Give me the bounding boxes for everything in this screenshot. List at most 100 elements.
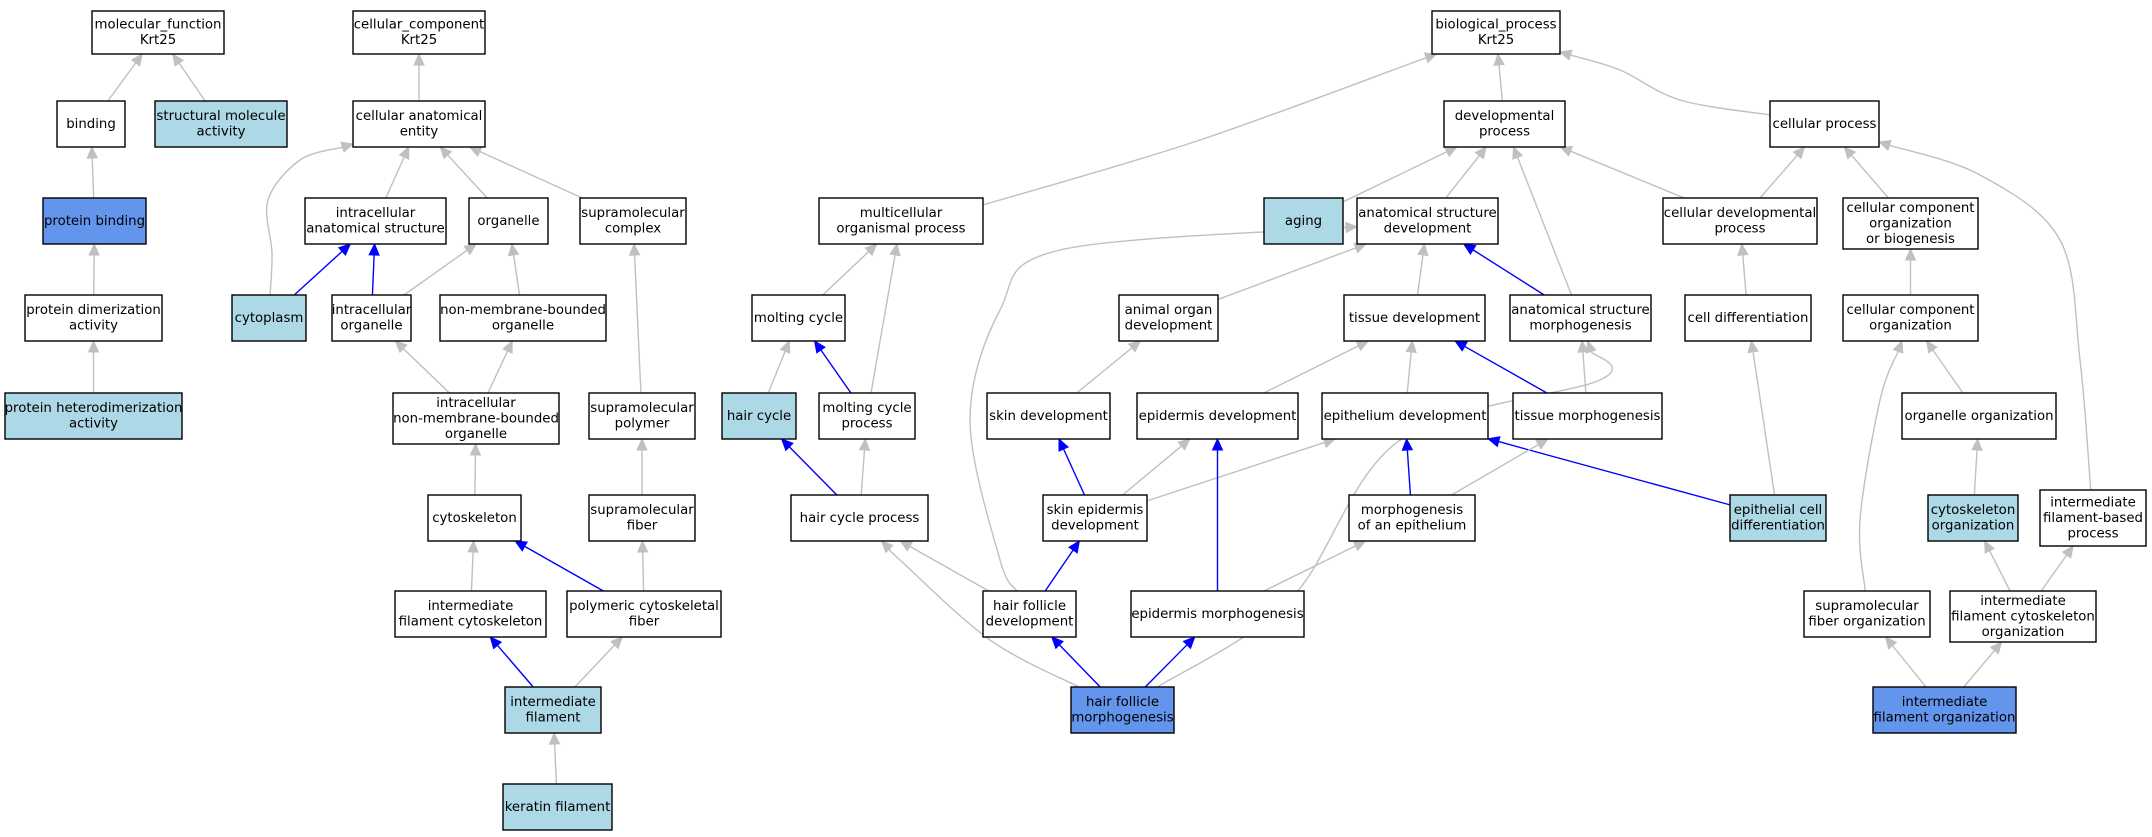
node-label-line: cellular process xyxy=(1773,117,1877,132)
node-cd[interactable]: cell differentiation xyxy=(1684,294,1812,342)
arrowhead xyxy=(1211,437,1224,451)
node-label-line: anatomical structure xyxy=(306,222,444,237)
edge-line xyxy=(1416,254,1424,296)
arrowhead xyxy=(610,636,624,650)
edge-cdp-to-cp xyxy=(1759,146,1806,199)
node-cyto[interactable]: cytoskeleton xyxy=(427,494,522,542)
arrowhead xyxy=(1884,636,1898,650)
edge-hfd-to-asd xyxy=(969,221,1359,592)
node-epd[interactable]: epithelium development xyxy=(1321,392,1489,440)
node-pb[interactable]: protein binding xyxy=(42,197,147,245)
node-td[interactable]: tissue development xyxy=(1343,294,1486,342)
edge-cytoplasm-to-cae xyxy=(265,141,355,296)
node-box xyxy=(231,294,307,342)
node-sd[interactable]: skin development xyxy=(986,392,1111,440)
node-label-line: binding xyxy=(66,117,116,132)
edge-ccob-to-cp xyxy=(1843,146,1889,199)
edge-em-to-moe xyxy=(1263,540,1367,592)
node-kf[interactable]: keratin filament xyxy=(502,783,613,831)
edge-line xyxy=(1263,545,1356,592)
edge-line xyxy=(860,449,866,496)
edge-pda-to-pb xyxy=(88,242,100,296)
node-organelle[interactable]: organelle xyxy=(468,197,549,245)
node-tm[interactable]: tissue morphogenesis xyxy=(1512,392,1663,440)
edge-sed-to-ed xyxy=(1122,438,1191,496)
edge-epd-to-td xyxy=(1405,339,1417,394)
node-box xyxy=(790,494,929,542)
edge-aod-to-asd xyxy=(1217,242,1368,301)
edge-tm-to-td xyxy=(1454,340,1548,394)
node-oo[interactable]: organelle organization xyxy=(1901,392,2057,440)
edge-line xyxy=(1858,351,1899,592)
node-label-line: organelle xyxy=(477,214,539,229)
node-label-line: organelle xyxy=(445,427,507,442)
node-mc[interactable]: molting cycle xyxy=(751,294,846,342)
node-cytoplasm[interactable]: cytoplasm xyxy=(231,294,307,342)
node-inmbo[interactable]: intracellularnon-membrane-boundedorganel… xyxy=(392,392,560,445)
node-cp[interactable]: cellular process xyxy=(1769,100,1880,148)
node-em[interactable]: epidermis morphogenesis xyxy=(1130,590,1305,638)
node-label-line: hair cycle xyxy=(727,409,791,424)
node-label-line: tissue morphogenesis xyxy=(1515,409,1661,424)
arrowhead xyxy=(1417,242,1429,257)
arrowhead xyxy=(439,146,453,160)
node-label-line: filament cytoskeleton xyxy=(399,615,543,630)
edge-line xyxy=(820,349,852,394)
node-hcp[interactable]: hair cycle process xyxy=(790,494,929,542)
edge-line xyxy=(870,254,896,394)
node-ed[interactable]: epidermis development xyxy=(1136,392,1299,440)
edge-line xyxy=(1973,449,1978,496)
node-label-line: tissue development xyxy=(1349,311,1480,326)
edge-line xyxy=(1498,64,1504,102)
edge-hfd-to-hcp xyxy=(899,540,990,592)
edge-dp-to-bp xyxy=(1493,52,1505,102)
arrowhead xyxy=(87,339,100,353)
edge-line xyxy=(487,350,509,394)
node-binding[interactable]: binding xyxy=(56,100,126,148)
edge-line xyxy=(479,150,583,199)
node-box xyxy=(1769,100,1880,148)
node-label-line: intracellular xyxy=(332,303,412,318)
node-aging[interactable]: aging xyxy=(1263,197,1344,245)
node-label-line: cytoskeleton xyxy=(1931,503,2016,518)
node-box xyxy=(468,197,549,245)
node-label-line: fiber xyxy=(627,519,658,534)
node-box xyxy=(331,294,412,342)
node-hc[interactable]: hair cycle xyxy=(721,392,797,440)
